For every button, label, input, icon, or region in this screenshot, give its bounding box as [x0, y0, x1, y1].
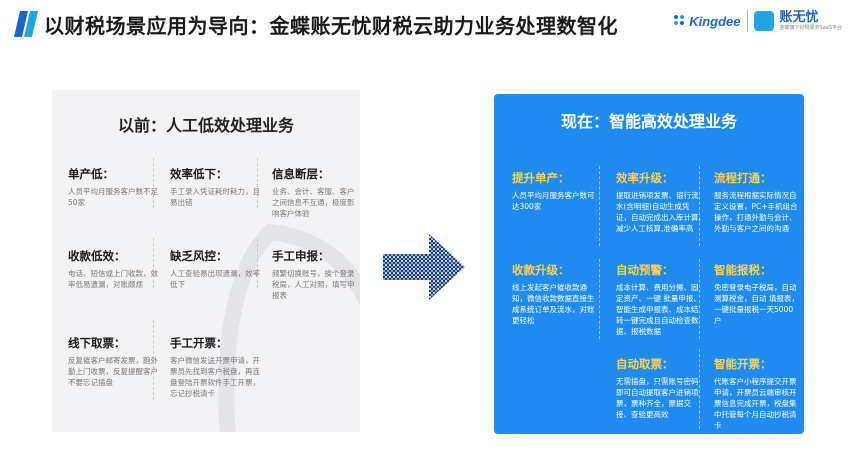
after-panel: 现在：智能高效处理业务 提升单产： 人员平均月服务客户数可达300家 效率升级：…: [494, 94, 804, 434]
after-title: 现在：智能高效处理业务: [560, 112, 737, 131]
logo-divider: [746, 10, 748, 32]
before-panel: 以前：人工低效处理业务 单产低： 人员平均月服务客户数不足50家 效率低下： 手…: [52, 90, 360, 432]
after-item-smart-invoice: 智能开票： 代账客户小程序提交开票申请，开票员云端审核开票信息完成开票，税盘集中…: [714, 357, 797, 430]
zhangwuyou-logo-icon: [753, 11, 774, 31]
before-item-manual-invoice: 手工开票： 客户微信发送开票申请，开票员先找到客户税盘，再连盘登陆开票软件手工开…: [170, 336, 260, 398]
after-item-alert: 自动预警： 成本计算、费用分摊、固定资产、一键 批量申报、智能生成申报表、成本结…: [616, 263, 701, 336]
zhangwuyou-subtitle: 金蝶旗下财税服务SaaS平台: [779, 25, 842, 31]
kingdee-logo: Kingdee: [672, 13, 741, 29]
before-item-collection: 收款低效： 电话、短信或上门收款，效率低易遗漏，对账颇烦: [68, 249, 158, 289]
brand-logo: Kingdee 账无忧 金蝶旗下财税服务SaaS平台: [672, 10, 842, 32]
column-divider: [699, 166, 700, 246]
kingdee-text: Kingdee: [689, 13, 741, 29]
column-divider: [153, 238, 154, 288]
column-divider: [599, 259, 600, 339]
title-slash-icon: [14, 11, 38, 37]
after-item-auto-receipt: 自动取票： 无需插盘，只需账号密码即可自动提取客户进销项票，票种齐全，票据交接、…: [616, 357, 699, 419]
column-divider: [257, 238, 258, 288]
before-item-info-gap: 信息断层： 业务、会计、客服、客户之间信息不互通，极度影响客户体验: [272, 167, 355, 218]
zhangwuyou-name: 账无忧: [779, 10, 819, 25]
column-divider: [599, 166, 600, 246]
transition-arrow-icon: [383, 234, 465, 300]
before-item-risk-control: 缺乏风控： 人工查验易出现遗漏，效率低下: [170, 249, 260, 289]
before-title: 以前：人工低效处理业务: [117, 116, 294, 135]
before-item-manual-filing: 手工申报： 频繁切换账号，挨个登录税局，人工对照，填写申报表: [272, 249, 355, 300]
after-item-output: 提升单产： 人员平均月服务客户数可达300家: [512, 171, 595, 211]
before-item-low-output: 单产低： 人员平均月服务客户数不足50家: [68, 167, 158, 207]
after-item-efficiency: 效率升级： 提取进销项发票、银行流水(含明细)自动生成凭证，自动完成出入库计算,…: [616, 171, 701, 233]
after-item-collection: 收款升级： 线上发起客户催收款通知，微信收款数据直接生成系统订单及流水，对账更轻…: [512, 263, 595, 325]
before-item-inefficiency: 效率低下： 手工录入凭证耗时耗力，且易出错: [170, 167, 260, 207]
page-title: 以财税场景应用为导向：金蝶账无忧财税云助力业务处理数智化: [44, 14, 618, 38]
kingdee-mark-icon: [674, 15, 685, 25]
before-item-offline-receipt: 线下取票： 反复催客户邮寄发票，跑外勤上门收票，反复提醒客户不要忘记插盘: [68, 336, 158, 387]
leaf-watermark-icon: [218, 223, 360, 432]
column-divider: [153, 158, 154, 208]
after-item-smart-tax: 智能报税： 免密登录电子税局，自动测算税金，自动 填报表，一键批量报税一天500…: [714, 263, 799, 325]
column-divider: [257, 158, 258, 208]
after-item-process: 流程打通： 服务流程根据实际情况自定义设置，PC+手机组合操作，打通外勤与会计、…: [714, 171, 798, 233]
column-divider: [153, 320, 154, 400]
column-divider: [699, 349, 700, 429]
column-divider: [699, 259, 700, 339]
